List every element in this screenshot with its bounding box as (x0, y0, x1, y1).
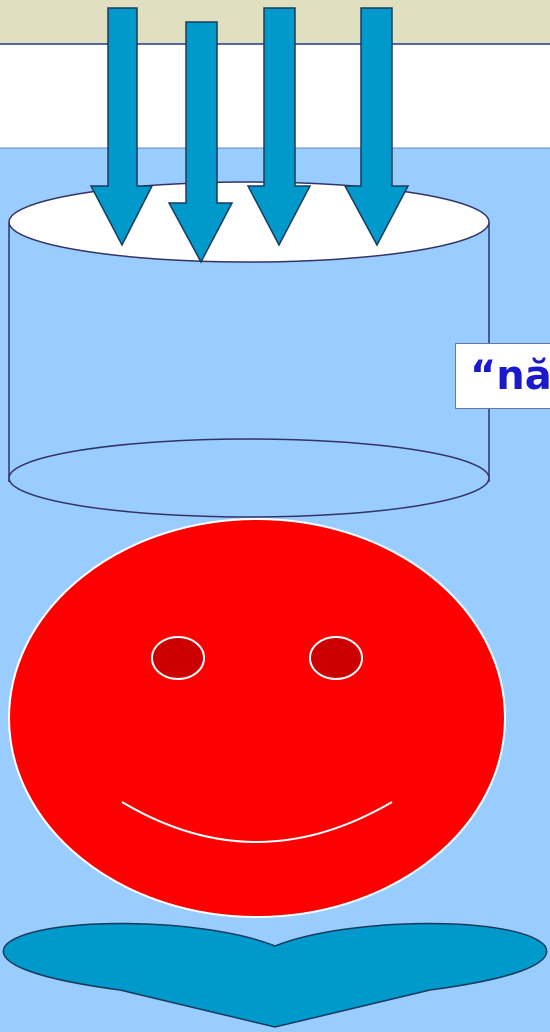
right-eye (310, 637, 362, 679)
cylinder (9, 182, 489, 517)
face-circle (9, 519, 505, 917)
label-text: “nă (470, 353, 550, 399)
left-eye (152, 637, 204, 679)
smiley-face (9, 519, 505, 917)
heart-shape (3, 924, 546, 1028)
cylinder-top-ellipse (9, 182, 489, 262)
cylinder-bottom-ellipse (9, 439, 489, 517)
label-box: “nă (455, 343, 550, 409)
